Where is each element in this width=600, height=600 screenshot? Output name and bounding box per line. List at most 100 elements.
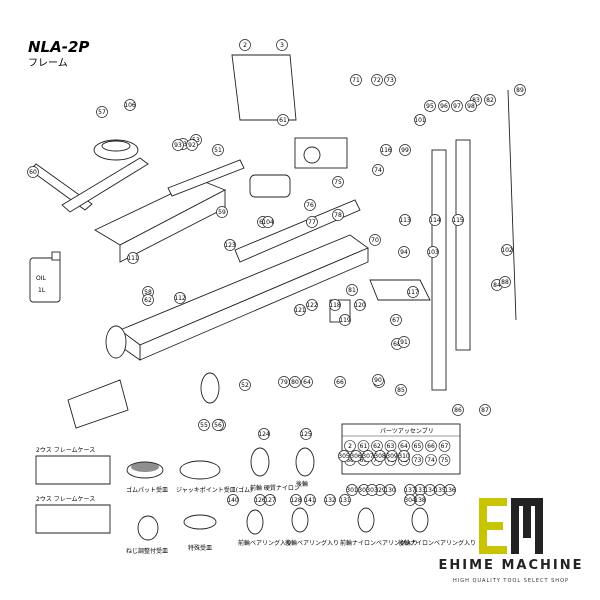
- callout-circle: [96, 106, 108, 118]
- callout-number: 117: [407, 289, 419, 296]
- callout-circle: [329, 299, 341, 311]
- callout-number: 137: [404, 487, 416, 494]
- callout-number: 308: [374, 453, 386, 460]
- callout-number: 56: [214, 422, 222, 429]
- callout-circle: [258, 428, 270, 440]
- callout-number: 121: [294, 307, 306, 314]
- assembly-code-circle: [357, 440, 370, 452]
- callout-number: 310: [398, 453, 410, 460]
- rubber-pad-label: ゴムパット受皿: [126, 486, 168, 494]
- callout-circle: [479, 404, 491, 416]
- case-label-a: 2ウス フレームケース: [36, 446, 95, 454]
- brand-name: EHIME MACHINE: [438, 558, 584, 573]
- callout-circle: [124, 99, 136, 111]
- front-wheel-bearing-label: 前輪ベアリング入り: [238, 539, 292, 547]
- callout-circle: [306, 216, 318, 228]
- callout-number: 51: [214, 147, 222, 154]
- callout-circle: [339, 314, 351, 326]
- callout-number: 57: [98, 109, 106, 116]
- callout-circle: [404, 494, 416, 506]
- callout-circle: [227, 494, 239, 506]
- callout-circle: [398, 246, 410, 258]
- callout-number: 68: [393, 341, 401, 348]
- callout-number: 124: [258, 431, 270, 438]
- assembly-code-circle: [438, 454, 451, 466]
- callout-number: 73: [386, 77, 394, 84]
- callout-number: 83: [472, 97, 480, 104]
- case-label-b: 2ウス フレームケース: [36, 495, 95, 503]
- callout-number: 122: [306, 302, 318, 309]
- wheel-parts: [93, 139, 429, 535]
- brand-tagline: HIGH QUALITY TOOL SELECT SHOP: [452, 578, 570, 584]
- assembly-code: 66: [427, 443, 435, 450]
- callout-circle: [438, 100, 450, 112]
- callout-number: 91: [400, 339, 408, 346]
- callout-circle: [262, 216, 274, 228]
- callout-number: 99: [401, 147, 409, 154]
- callout-circle: [427, 246, 439, 258]
- assembly-code: 62: [373, 443, 381, 450]
- callout-circle: [514, 84, 526, 96]
- callout-circle: [198, 419, 210, 431]
- callout-number: 59: [218, 209, 226, 216]
- callout-number: 112: [174, 295, 186, 302]
- callout-circle: [399, 214, 411, 226]
- callout-number: 130: [384, 487, 396, 494]
- callout-circle: [338, 450, 350, 462]
- callout-number: 306: [350, 453, 362, 460]
- assembly-code: 63: [387, 443, 395, 450]
- callout-circle: [339, 494, 351, 506]
- callout-number: 78: [334, 212, 342, 219]
- callout-circle: [386, 450, 398, 462]
- assembly-code-circle: [344, 440, 356, 452]
- main-frame-part: [94, 179, 369, 361]
- callout-number: 55: [200, 422, 208, 429]
- jack-point-pad-label: ジャッキポイント受皿(ゴム): [176, 486, 252, 494]
- callout-number: 113: [399, 217, 411, 224]
- callout-circle: [465, 100, 477, 112]
- callout-circle: [398, 450, 410, 462]
- callout-number: 88: [501, 279, 509, 286]
- callout-circle: [127, 252, 139, 264]
- assembly-code: 68: [346, 457, 354, 464]
- callout-circle: [346, 284, 358, 296]
- pump-unit-part: [249, 137, 351, 323]
- callout-circle: [371, 74, 383, 86]
- callout-circle: [27, 166, 39, 178]
- callout-number: 111: [127, 255, 139, 262]
- callout-number: 104: [262, 219, 274, 226]
- assembly-code: 73: [414, 457, 422, 464]
- callout-circle: [239, 39, 251, 51]
- callout-number: 127: [264, 497, 276, 504]
- callout-number: 128: [290, 497, 302, 504]
- callout-number: 87: [481, 407, 489, 414]
- callout-number: 90: [374, 377, 382, 384]
- callout-number: 97: [453, 103, 461, 110]
- callout-circle: [369, 234, 381, 246]
- callout-circle: [374, 450, 386, 462]
- oil-bottle: OIL 1L: [29, 251, 61, 303]
- callout-circle: [239, 379, 251, 391]
- callout-circle: [429, 214, 441, 226]
- callout-circle: [332, 176, 344, 188]
- assembly-code: 67: [441, 443, 449, 450]
- callout-number: 301: [346, 487, 358, 494]
- callout-number: 98: [467, 103, 475, 110]
- callout-circle: [304, 199, 316, 211]
- callout-number: 80: [291, 379, 299, 386]
- callout-number: 86: [454, 407, 462, 414]
- callout-circle: [424, 100, 436, 112]
- callout-circle: [398, 336, 410, 348]
- oil-label: OIL: [36, 275, 46, 282]
- assembly-code-circle: [411, 440, 424, 452]
- callout-number: 96: [440, 103, 448, 110]
- side-plate-part: [167, 159, 361, 263]
- callout-circle: [451, 100, 463, 112]
- parts-assembly-label: パーツアッセンブリ: [380, 427, 434, 435]
- callout-number: 307: [362, 453, 374, 460]
- callout-circle: [212, 144, 224, 156]
- oil-volume-label: 1L: [38, 287, 46, 294]
- callout-number: 2: [243, 42, 247, 49]
- callout-number: 93: [174, 142, 182, 149]
